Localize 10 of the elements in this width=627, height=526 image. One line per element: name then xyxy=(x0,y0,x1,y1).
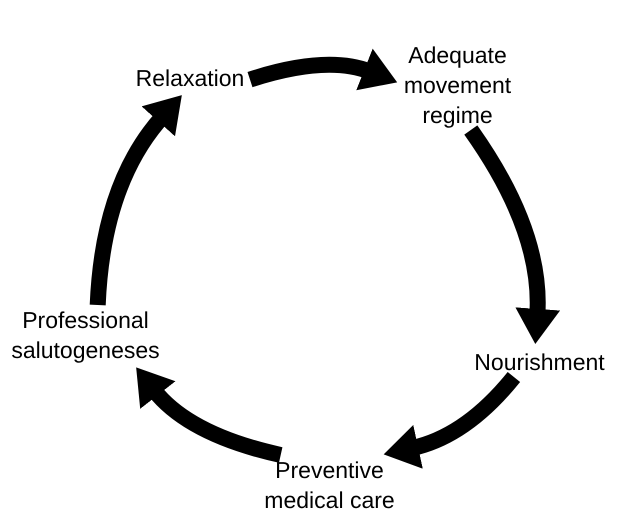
curved-arrow xyxy=(248,48,398,91)
curved-arrow xyxy=(464,126,560,344)
cycle-step-label: Adequate movement regime xyxy=(400,40,515,130)
curved-arrow xyxy=(384,372,520,468)
curved-arrow xyxy=(90,94,182,306)
cycle-step-label: Relaxation xyxy=(130,63,250,93)
cycle-step-label: Preventive medical care xyxy=(262,455,397,515)
cycle-step-label: Nourishment xyxy=(472,347,607,377)
curved-arrow xyxy=(135,368,283,463)
cycle-step-label: Professional salutogeneses xyxy=(8,305,163,365)
